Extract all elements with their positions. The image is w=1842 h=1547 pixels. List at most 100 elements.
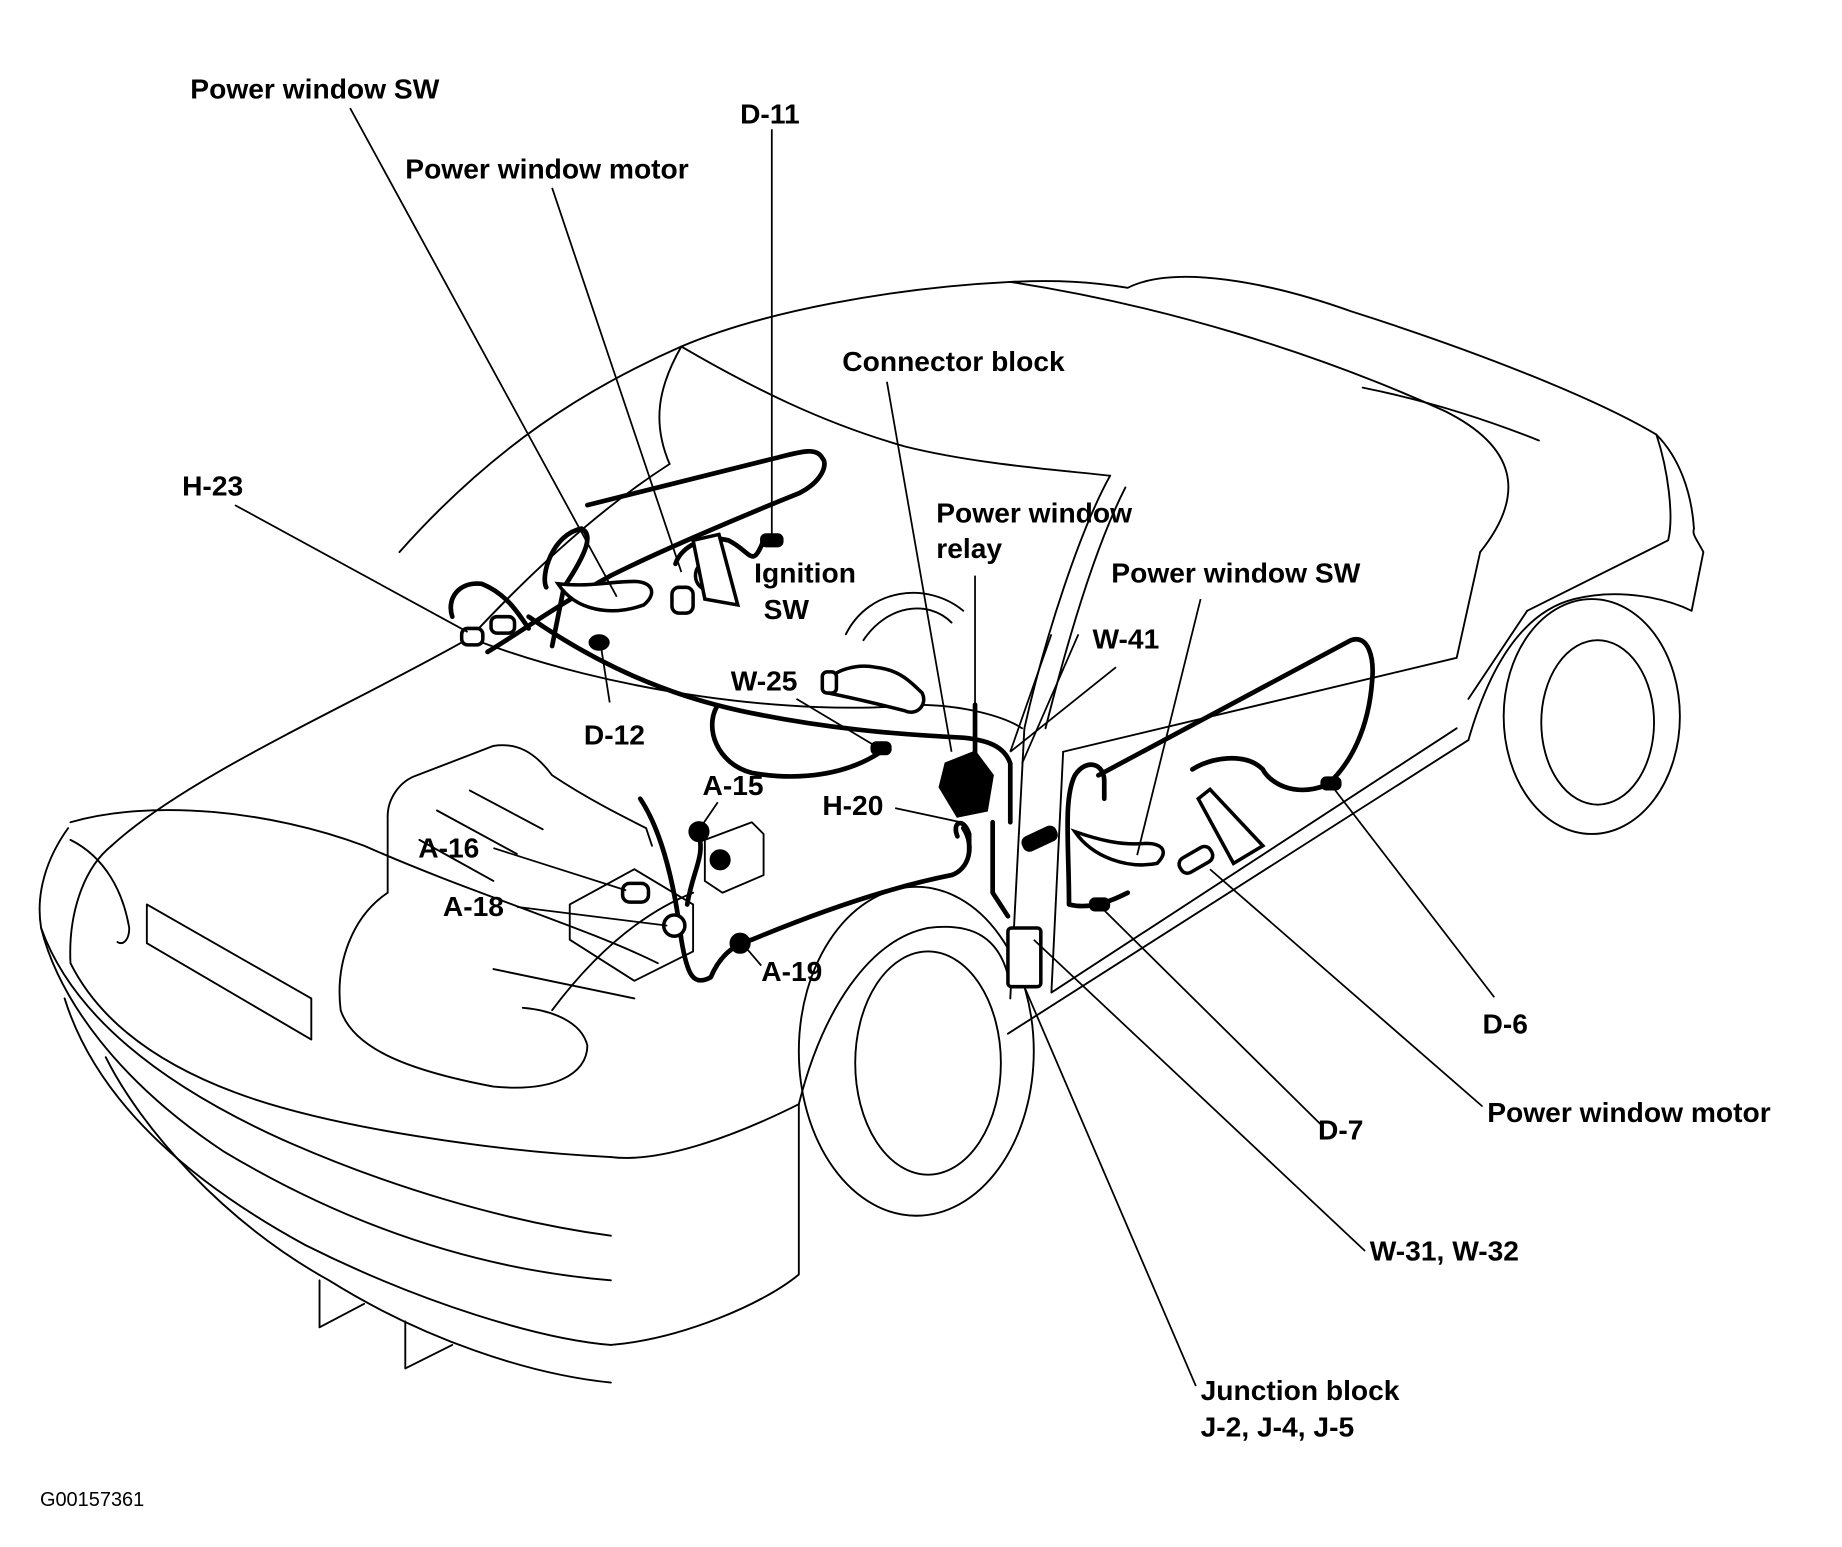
- junction-harness: [990, 819, 1011, 919]
- leader-relay-2: [1021, 633, 1080, 764]
- rear-wheel-tire: [1502, 598, 1681, 835]
- leader-w25: [796, 698, 876, 747]
- figure-id: G00157361: [40, 1489, 144, 1511]
- label-a15: A-15: [702, 769, 763, 801]
- engine-harness: [637, 796, 972, 983]
- windshield-top: [680, 345, 1112, 477]
- connector-d6: [1320, 776, 1342, 791]
- bumper-side: [609, 1103, 800, 1346]
- leader-power-window-motor-left: [551, 187, 683, 573]
- label-power-window-sw-right: Power window SW: [1111, 557, 1360, 589]
- label-h20: H-20: [822, 789, 883, 821]
- connector-a15: [688, 821, 710, 843]
- a-pillar-2: [1044, 486, 1127, 730]
- car-outline: [38, 275, 1705, 1384]
- leader-junction-block: [1023, 986, 1197, 1387]
- leader-w31-w32: [1033, 939, 1366, 1252]
- headlight-right: [338, 891, 589, 1089]
- leader-relay-3: [1009, 634, 1053, 753]
- leader-lines: [234, 107, 1495, 1387]
- rear-quarter: [1467, 527, 1705, 741]
- hood-left-edge: [110, 636, 471, 847]
- connector-d12: [588, 634, 610, 651]
- label-power-window-motor-right: Power window motor: [1487, 1096, 1770, 1128]
- connector-h20-mate: [1021, 825, 1058, 852]
- front-fascia: [38, 827, 612, 1237]
- rear-window-line: [1361, 386, 1540, 442]
- bumper-top: [40, 927, 612, 1282]
- rear-roof-edge: [1526, 433, 1672, 612]
- power-window-motor-right: [1177, 844, 1215, 875]
- leader-connector-block: [886, 381, 953, 752]
- rear-pillar: [1467, 609, 1529, 700]
- engine-line-2: [436, 809, 518, 855]
- label-h23: H-23: [182, 470, 243, 502]
- power-window-relay: [938, 750, 994, 818]
- label-power-window-motor-left: Power window motor: [405, 153, 688, 185]
- leader-power-window-sw-right: [1136, 598, 1202, 856]
- rocker-panel: [1006, 739, 1470, 1035]
- a15-branch: [684, 831, 703, 907]
- front-wheel-rim: [854, 950, 1002, 1176]
- engine-line-1: [468, 789, 544, 831]
- roof-line-2: [658, 345, 683, 465]
- engine-cover: [386, 744, 653, 847]
- connector-d7: [1088, 897, 1111, 912]
- leader-d6: [1333, 788, 1495, 998]
- hood-front: [69, 844, 612, 1158]
- label-ignition-sw-1: Ignition: [754, 557, 856, 589]
- leader-a15: [701, 801, 719, 826]
- labels: Power window SW Power window motor D-11 …: [40, 73, 1771, 1511]
- steering-wheel-arc: [844, 591, 965, 636]
- leader-a16: [493, 847, 627, 892]
- leader-a18: [516, 905, 668, 927]
- motor-regulator-left: [691, 532, 741, 608]
- bumper-bottom: [104, 1056, 612, 1384]
- window-sw-harness-left: [542, 526, 590, 649]
- washer-tank: [703, 821, 765, 894]
- hood-crease: [69, 809, 659, 965]
- leader-d12: [600, 649, 611, 703]
- dash-harness: [526, 614, 1013, 825]
- label-d6: D-6: [1483, 1008, 1528, 1040]
- bumper-vent-2: [404, 1320, 454, 1370]
- label-ignition-sw-2: SW: [764, 593, 810, 625]
- label-power-window-relay-1: Power window: [936, 497, 1132, 529]
- wiring-harness: [448, 449, 1375, 983]
- front-wheel-arch: [797, 926, 1009, 1106]
- h23-connector-wire: [448, 581, 531, 631]
- label-a18: A-18: [443, 890, 504, 922]
- label-d11: D-11: [740, 97, 800, 129]
- engine-line-3: [418, 838, 495, 882]
- bumper-lower: [63, 997, 612, 1346]
- a-pillar: [1023, 474, 1112, 730]
- battery: [568, 868, 695, 982]
- connector-h23-mate: [489, 614, 517, 635]
- leader-w41: [1009, 666, 1117, 753]
- label-w31-w32: W-31, W-32: [1370, 1234, 1519, 1266]
- grille: [145, 903, 313, 1041]
- w25-harness: [710, 704, 884, 779]
- motor-harness-left: [673, 536, 766, 567]
- label-power-window-sw-left: Power window SW: [190, 73, 439, 105]
- junction-block: [1006, 926, 1043, 989]
- door-line: [1050, 727, 1458, 994]
- headlight-left: [69, 838, 131, 944]
- label-d12: D-12: [584, 719, 645, 751]
- ignition-switch: [826, 664, 926, 714]
- connector-a19: [729, 932, 751, 954]
- roof-edge-right: [1009, 280, 1510, 554]
- roof-outline: [398, 275, 1695, 554]
- front-wheel-tire: [797, 885, 1035, 1217]
- bumper-vent-1: [318, 1279, 366, 1329]
- cowl-line: [468, 636, 1023, 730]
- rear-wheel-rim: [1540, 639, 1655, 806]
- leader-h20: [894, 807, 962, 824]
- label-w41: W-41: [1093, 622, 1160, 654]
- right-door-upper-harness: [1096, 636, 1375, 793]
- windshield-left: [468, 463, 671, 639]
- left-door-harness: [485, 449, 827, 655]
- leader-h23: [234, 504, 468, 633]
- label-d7: D-7: [1318, 1113, 1363, 1145]
